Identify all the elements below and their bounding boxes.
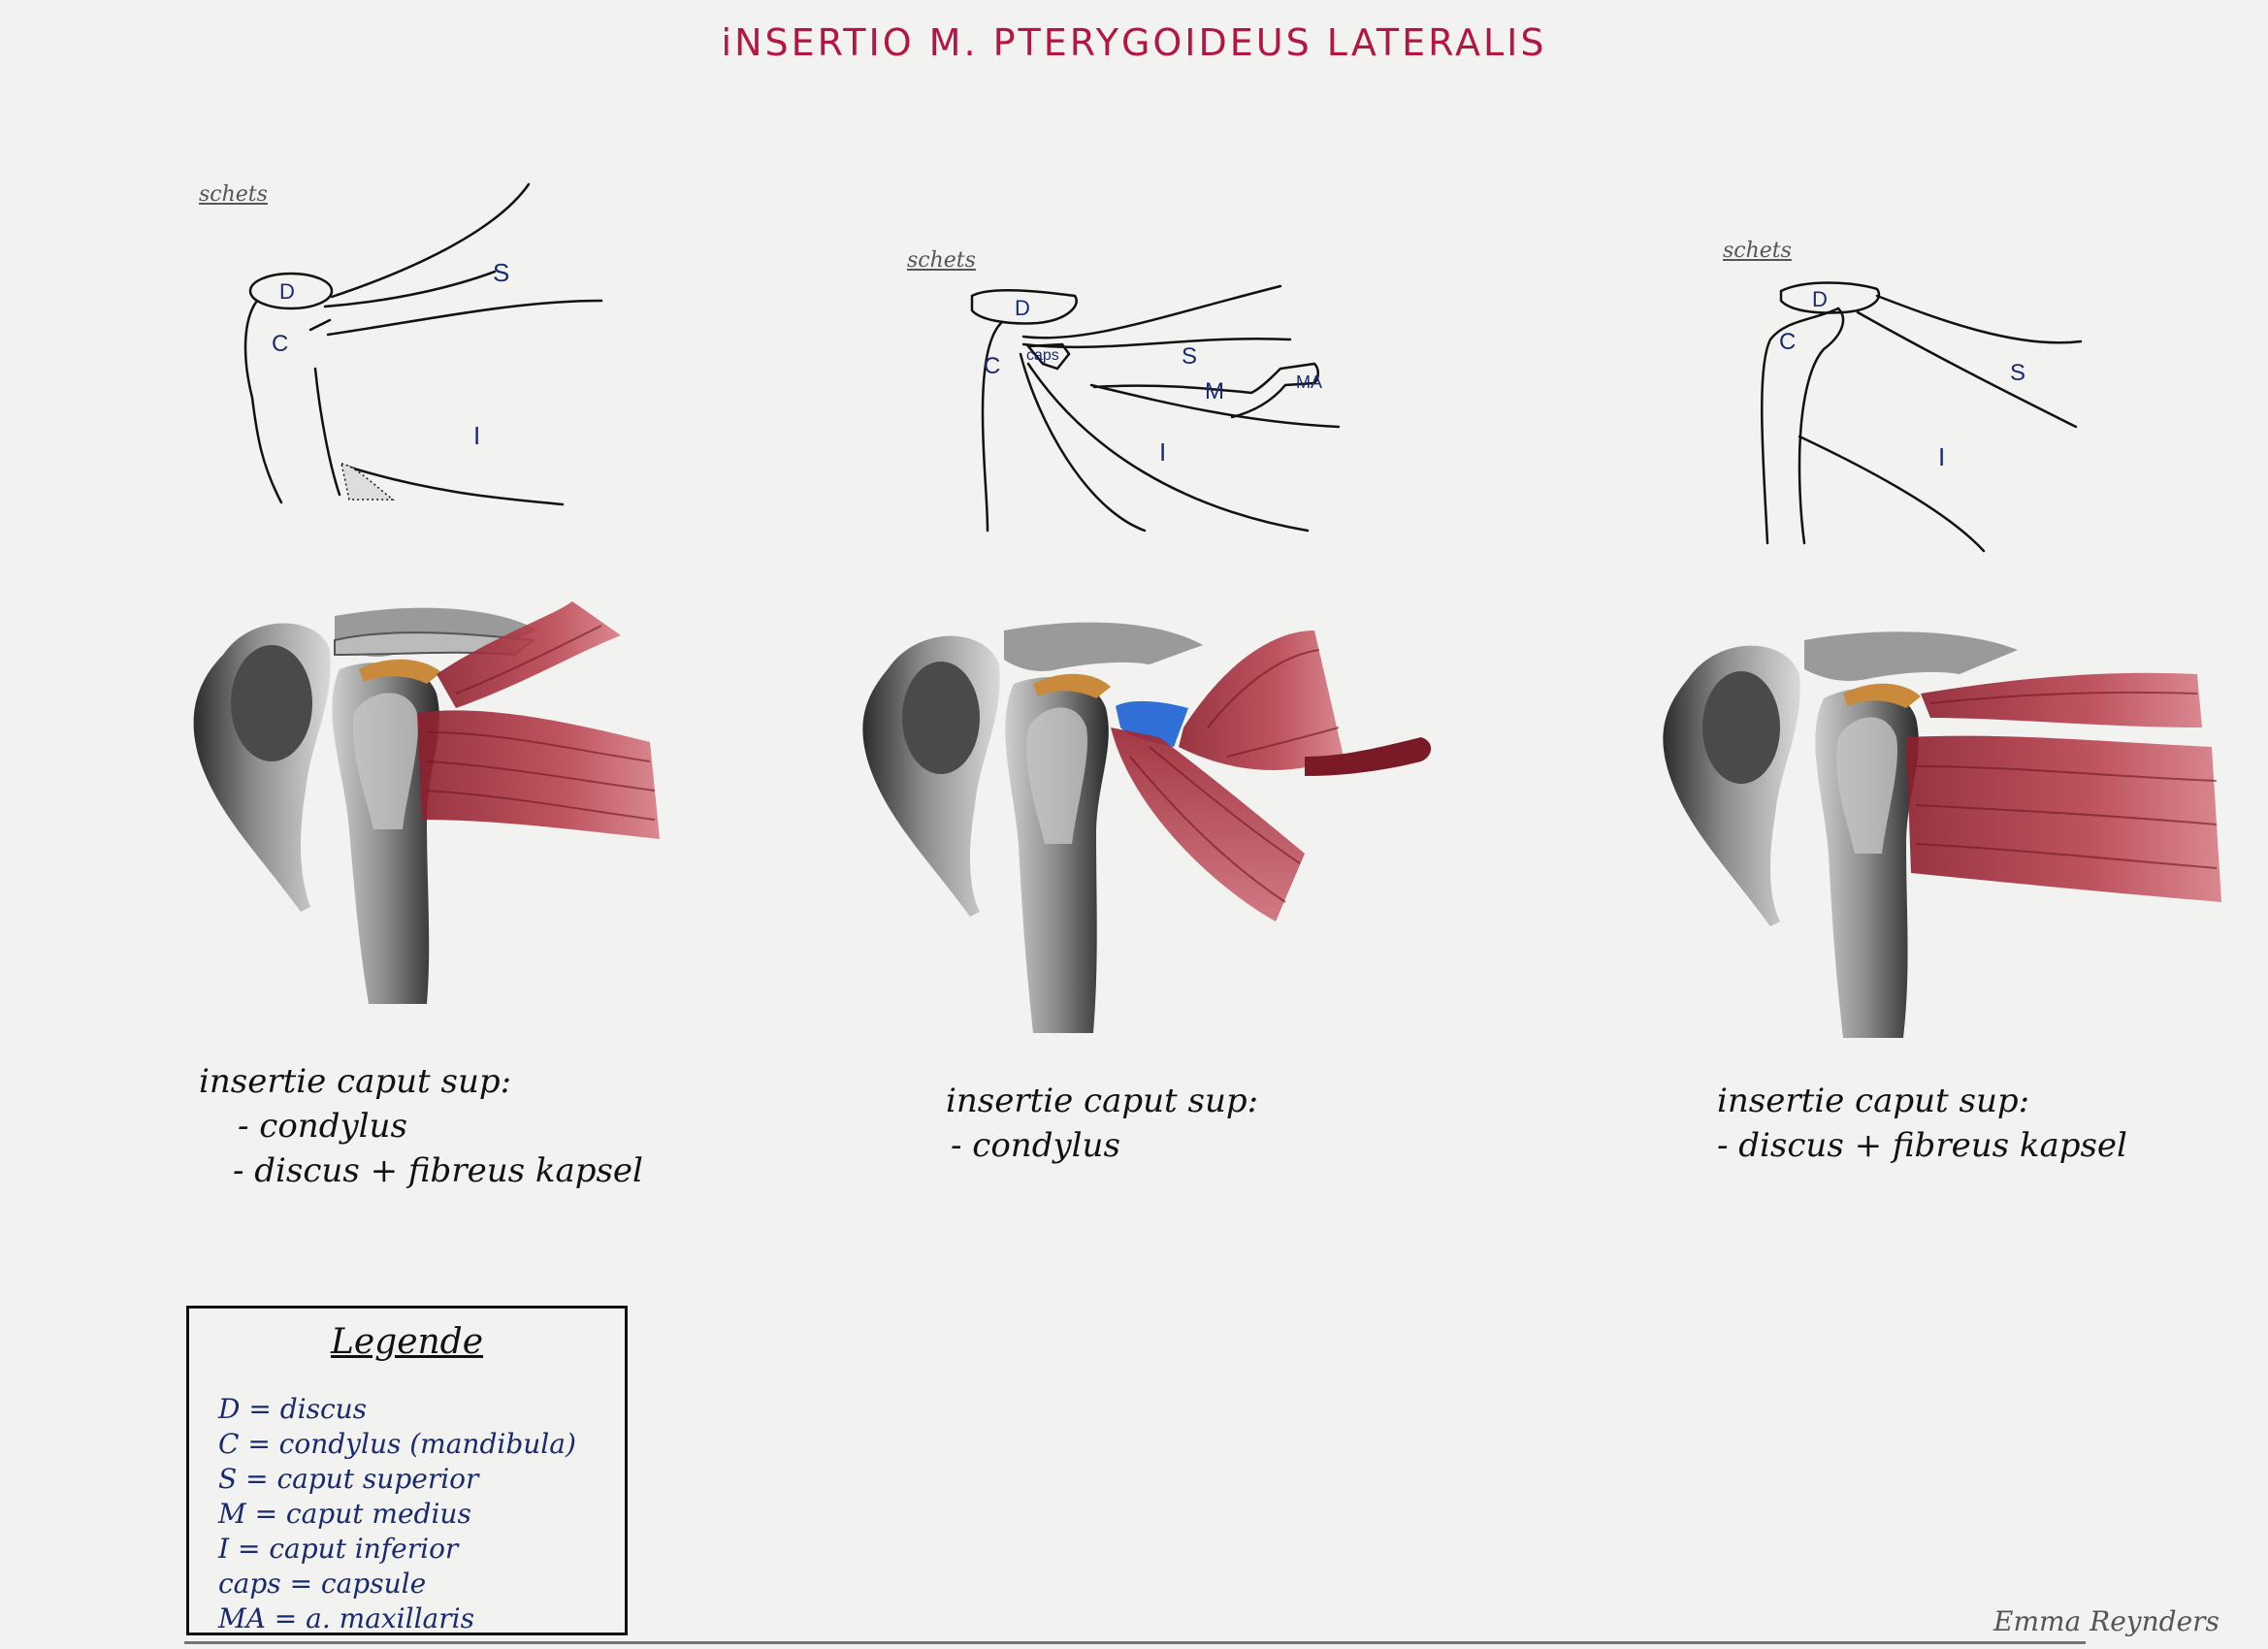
- caption-1-line-3: - discus + fibreus kapsel: [233, 1151, 643, 1190]
- caption-1-line-2: - condylus: [238, 1107, 407, 1146]
- sketch-letter-caps: caps: [1026, 347, 1059, 364]
- sketch-letter-i: I: [473, 421, 480, 450]
- legend-item-maxillaris: MA = a. maxillaris: [218, 1602, 474, 1634]
- illustration-1: [193, 601, 660, 1004]
- legend-list: D = discus C = condylus (mandibula) S = …: [218, 1392, 576, 1636]
- sketch-letter-c: C: [272, 331, 288, 357]
- legend-item-caput-inferior: I = caput inferior: [218, 1533, 459, 1565]
- sketch-letter-ma: MA: [1296, 372, 1322, 392]
- sketch-diagram-1: D C S I: [243, 182, 603, 506]
- illustration-3: [1663, 631, 2221, 1038]
- sketch-letter-d: D: [1015, 296, 1030, 320]
- legend-item-discus: D = discus: [218, 1393, 368, 1425]
- legend-item-condylus: C = condylus (mandibula): [218, 1428, 576, 1460]
- caption-2-line-2: - condylus: [951, 1126, 1120, 1165]
- sketch-label-2: schets: [907, 248, 976, 273]
- caption-1: insertie caput sup: - condylus - discus …: [199, 1059, 643, 1193]
- sketch-diagram-2: D C caps S M MA I: [970, 284, 1341, 533]
- legend-box: Legende D = discus C = condylus (mandibu…: [186, 1306, 628, 1635]
- legend-item-caput-medius: M = caput medius: [218, 1498, 471, 1530]
- caption-3: insertie caput sup: - discus + fibreus k…: [1717, 1079, 2127, 1168]
- sketch-letter-i: I: [1938, 442, 1945, 471]
- sketch-letter-c: C: [1779, 329, 1796, 355]
- sketch-letter-s: S: [2010, 360, 2025, 386]
- sketch-letter-d: D: [1812, 287, 1828, 311]
- caption-3-line-1: insertie caput sup:: [1717, 1082, 2030, 1120]
- sketch-diagram-3: D C S I: [1761, 281, 2083, 553]
- signature: Emma Reynders: [1993, 1605, 2219, 1637]
- page-title: iNSERTIO M. PTERYGOIDEUS LATERALIS: [721, 21, 1547, 64]
- sketch-letter-s: S: [1182, 343, 1197, 370]
- caption-3-line-2: - discus + fibreus kapsel: [1717, 1126, 2127, 1165]
- caption-2: insertie caput sup: - condylus: [946, 1079, 1258, 1168]
- legend-item-capsule: caps = capsule: [218, 1568, 427, 1600]
- sketch-letter-m: M: [1205, 378, 1224, 404]
- caption-1-line-1: insertie caput sup:: [199, 1062, 512, 1101]
- sketch-letter-s: S: [493, 258, 509, 287]
- illustration-2: [862, 622, 1432, 1033]
- sketch-label-3: schets: [1723, 239, 1792, 263]
- caption-2-line-1: insertie caput sup:: [946, 1082, 1259, 1120]
- legend-title: Legende: [330, 1322, 484, 1362]
- sketch-letter-d: D: [279, 279, 295, 304]
- scan-edge-line: [184, 1641, 2086, 1644]
- sketch-label-1: schets: [199, 182, 268, 207]
- legend-item-caput-superior: S = caput superior: [218, 1463, 479, 1495]
- sketch-letter-c: C: [984, 353, 1000, 379]
- sketch-letter-i: I: [1159, 437, 1166, 467]
